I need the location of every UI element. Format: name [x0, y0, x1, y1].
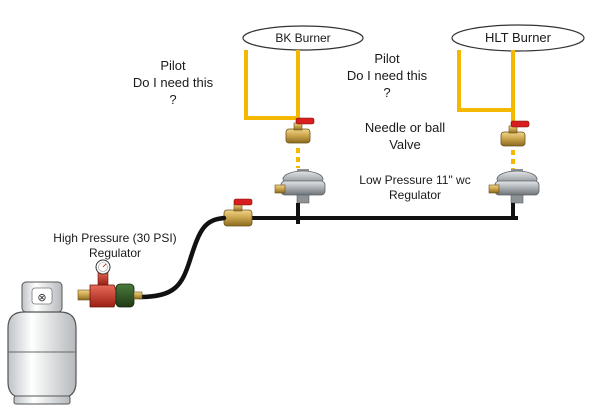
propane-tank-icon: ⊗	[7, 281, 77, 405]
main-pipe	[250, 203, 518, 224]
bk-burner-label: BK Burner	[275, 31, 331, 45]
hlt-burner-label: HLT Burner	[485, 30, 551, 45]
hlt-gas-lines	[457, 50, 515, 170]
bk-gas-lines	[244, 50, 300, 168]
low-pressure-regulator-icon	[488, 169, 540, 204]
pilot-left-line2: Do I need this	[132, 75, 214, 90]
pilot-right-line3: ?	[383, 85, 391, 100]
high-regulator-line1: High Pressure (30 PSI)	[53, 231, 177, 245]
needle-valve-line1: Needle or ball	[364, 120, 446, 135]
needle-valve-line2: Valve	[389, 137, 421, 152]
pilot-left-line3: ?	[169, 92, 177, 107]
ball-valve-icon	[500, 120, 530, 147]
high-pressure-regulator-icon	[77, 259, 143, 308]
pilot-left-line1: Pilot	[160, 58, 186, 73]
ball-valve-icon	[223, 198, 253, 227]
svg-text:⊗: ⊗	[37, 291, 46, 304]
bk-burner-outline	[242, 25, 364, 51]
hlt-burner-outline	[451, 24, 585, 52]
low-regulator-line2: Regulator	[388, 188, 442, 202]
pilot-right-line2: Do I need this	[346, 68, 428, 83]
low-pressure-regulator-icon	[274, 169, 326, 204]
ball-valve-icon	[285, 117, 315, 144]
supply-hose	[137, 215, 227, 300]
high-regulator-line2: Regulator	[88, 246, 142, 260]
low-regulator-line1: Low Pressure 11" wc	[359, 173, 471, 187]
pilot-right-line1: Pilot	[374, 51, 400, 66]
